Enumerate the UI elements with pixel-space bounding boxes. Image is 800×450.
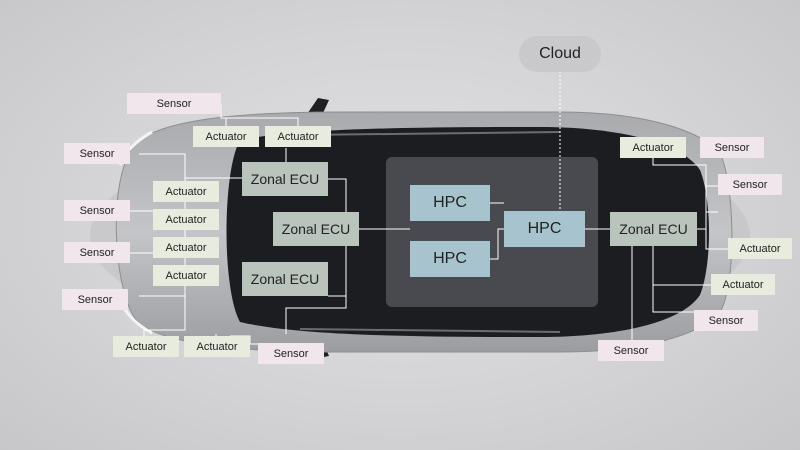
sensor-top: Sensor bbox=[127, 93, 221, 114]
sensor-left-3: Sensor bbox=[64, 242, 130, 263]
sensor-bottom: Sensor bbox=[258, 343, 324, 364]
zonal-ecu-left-center: Zonal ECU bbox=[273, 212, 359, 246]
sensor-left-2: Sensor bbox=[64, 200, 130, 221]
zonal-ecu-rear-left: Zonal ECU bbox=[242, 262, 328, 296]
sensor-right-3: Sensor bbox=[694, 310, 758, 331]
hpc-unit-top: HPC bbox=[410, 185, 490, 221]
actuator-bottom-2: Actuator bbox=[184, 336, 250, 357]
actuator-top-1: Actuator bbox=[193, 126, 259, 147]
actuator-bottom-1: Actuator bbox=[113, 336, 179, 357]
cloud-node: Cloud bbox=[519, 36, 601, 72]
actuator-left-2: Actuator bbox=[153, 209, 219, 230]
sensor-right-4: Sensor bbox=[598, 340, 664, 361]
actuator-left-3: Actuator bbox=[153, 237, 219, 258]
actuator-left-4: Actuator bbox=[153, 265, 219, 286]
sensor-right-2: Sensor bbox=[718, 174, 782, 195]
actuator-left-1: Actuator bbox=[153, 181, 219, 202]
zonal-ecu-right: Zonal ECU bbox=[610, 212, 697, 246]
hpc-unit-central: HPC bbox=[504, 211, 585, 247]
sensor-right-1: Sensor bbox=[700, 137, 764, 158]
hpc-unit-bottom: HPC bbox=[410, 241, 490, 277]
actuator-right-3: Actuator bbox=[711, 274, 775, 295]
actuator-right-2: Actuator bbox=[728, 238, 792, 259]
sensor-left-1: Sensor bbox=[64, 143, 130, 164]
actuator-right-1: Actuator bbox=[620, 137, 686, 158]
sensor-left-4: Sensor bbox=[62, 289, 128, 310]
actuator-top-2: Actuator bbox=[265, 126, 331, 147]
zonal-ecu-front-left: Zonal ECU bbox=[242, 162, 328, 196]
